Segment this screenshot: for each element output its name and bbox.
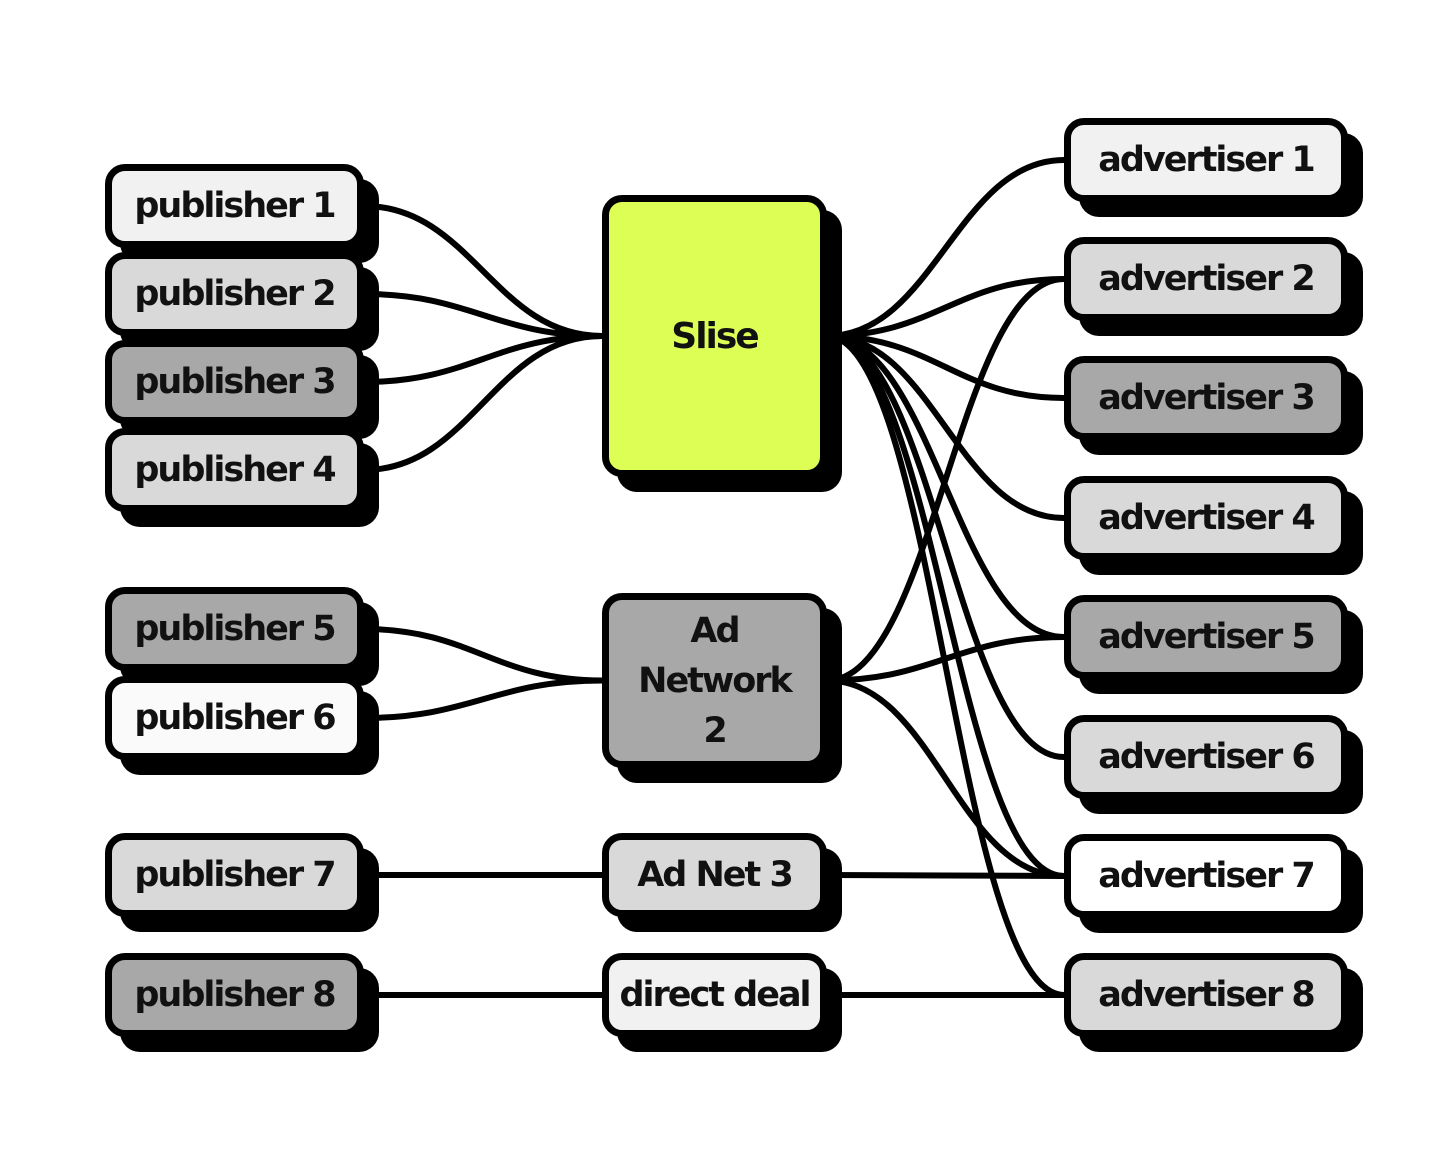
link-slise-to-advertiser_2 (824, 276, 1067, 339)
slise-node[interactable]: Slise (602, 195, 827, 477)
link-slise-to-advertiser_8 (824, 333, 1067, 998)
publisher-1-label: publisher 1 (134, 186, 336, 226)
publisher-7-node[interactable]: publisher 7 (105, 833, 364, 917)
publisher-7-label: publisher 7 (134, 855, 336, 895)
advertiser-3-node[interactable]: advertiser 3 (1064, 356, 1348, 440)
slise-label: Slise (671, 315, 759, 357)
publisher-4-node[interactable]: publisher 4 (105, 428, 364, 512)
publisher-8-node[interactable]: publisher 8 (105, 953, 364, 1037)
advertiser-2-label: advertiser 2 (1098, 259, 1316, 299)
link-slise-to-advertiser_6 (824, 333, 1067, 760)
link-publisher_3-to-slise (361, 333, 605, 385)
advertiser-8-label: advertiser 8 (1098, 975, 1316, 1015)
link-slise-to-advertiser_7 (824, 333, 1067, 879)
advertiser-1-label: advertiser 1 (1098, 140, 1316, 180)
advertiser-4-node[interactable]: advertiser 4 (1064, 476, 1348, 560)
link-slise-to-advertiser_4 (824, 333, 1067, 521)
link-publisher_5-to-ad_network_2 (361, 626, 605, 684)
advertiser-7-label: advertiser 7 (1098, 856, 1316, 896)
link-ad_network_2-to-advertiser_2 (824, 276, 1067, 684)
publisher-4-label: publisher 4 (134, 450, 336, 490)
advertiser-2-node[interactable]: advertiser 2 (1064, 237, 1348, 321)
publisher-3-label: publisher 3 (134, 362, 336, 402)
link-publisher_6-to-ad_network_2 (361, 677, 605, 721)
link-publisher_2-to-slise (361, 291, 605, 339)
link-publisher_1-to-slise (361, 203, 605, 339)
ad-network-2-label: Ad Network 2 (638, 610, 793, 751)
direct-deal-label: direct deal (619, 975, 811, 1015)
advertiser-3-label: advertiser 3 (1098, 378, 1316, 418)
link-ad_net_3-to-advertiser_7 (824, 872, 1067, 879)
link-publisher_4-to-slise (361, 333, 605, 473)
link-ad_network_2-to-advertiser_7 (824, 677, 1067, 879)
publisher-6-label: publisher 6 (134, 698, 336, 738)
advertiser-8-node[interactable]: advertiser 8 (1064, 953, 1348, 1037)
publisher-5-node[interactable]: publisher 5 (105, 587, 364, 671)
advertiser-5-node[interactable]: advertiser 5 (1064, 595, 1348, 679)
advertiser-5-label: advertiser 5 (1098, 617, 1316, 657)
publisher-5-label: publisher 5 (134, 609, 336, 649)
publisher-1-node[interactable]: publisher 1 (105, 164, 364, 248)
advertiser-4-label: advertiser 4 (1098, 498, 1316, 538)
ad-net-3-label: Ad Net 3 (637, 855, 794, 895)
publisher-2-label: publisher 2 (134, 274, 336, 314)
link-slise-to-advertiser_1 (824, 157, 1067, 339)
link-ad_network_2-to-advertiser_5 (824, 634, 1067, 684)
advertiser-6-label: advertiser 6 (1098, 737, 1316, 777)
link-slise-to-advertiser_3 (824, 333, 1067, 401)
publisher-8-label: publisher 8 (134, 975, 336, 1015)
ad-net-3-node[interactable]: Ad Net 3 (602, 833, 827, 917)
publisher-2-node[interactable]: publisher 2 (105, 252, 364, 336)
advertiser-1-node[interactable]: advertiser 1 (1064, 118, 1348, 202)
ad-network-2-node[interactable]: Ad Network 2 (602, 593, 827, 768)
direct-deal-node[interactable]: direct deal (602, 953, 827, 1037)
advertiser-6-node[interactable]: advertiser 6 (1064, 715, 1348, 799)
publisher-6-node[interactable]: publisher 6 (105, 676, 364, 760)
advertiser-7-node[interactable]: advertiser 7 (1064, 834, 1348, 918)
publisher-3-node[interactable]: publisher 3 (105, 340, 364, 424)
